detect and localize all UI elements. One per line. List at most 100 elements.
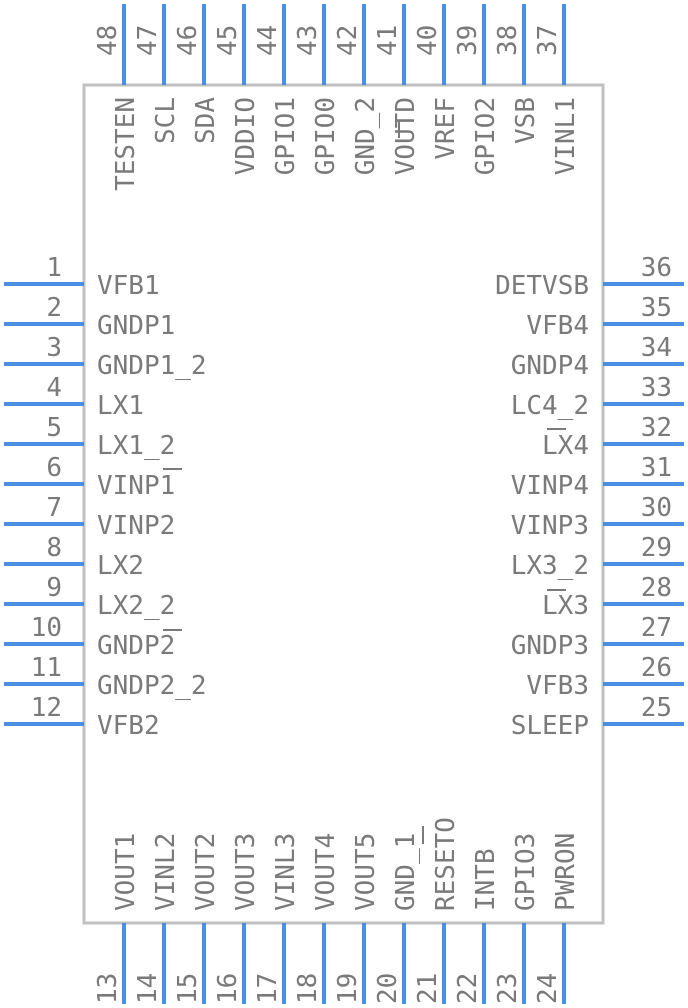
pin-46-label: SDA [191,97,221,144]
pin-18-label: VOUT4 [311,833,341,911]
pin-2-label: GNDP1 [97,311,175,341]
pin-36-label: DETVSB [495,271,589,301]
pin-1-number: 1 [46,253,62,283]
pin-3-number: 3 [46,333,62,363]
overbars [163,121,566,844]
pin-27-number: 27 [641,613,672,643]
pin-25-number: 25 [641,693,672,723]
pin-31-label: VINP4 [511,471,589,501]
pin-39-number: 39 [453,25,483,56]
pin-8-label: LX2 [97,551,144,581]
pin-44-number: 44 [253,25,283,56]
pin-16-label: VOUT3 [231,833,261,911]
pin-33-label: LC4_2 [511,391,589,421]
pin-12-label: VFB2 [97,711,160,741]
pin-10-label: GNDP2 [97,631,175,661]
pin-24-number: 24 [533,973,563,1004]
pin-40-number: 40 [413,25,443,56]
pin-28-number: 28 [641,573,672,603]
pin-9-label: LX2_2 [97,591,175,621]
pin-45-number: 45 [213,25,243,56]
pin-48-label: TESTEN [111,97,141,191]
pin-39-label: GPIO2 [471,97,501,175]
pin-31-number: 31 [641,453,672,483]
pin-10-number: 10 [31,613,62,643]
pin-33-number: 33 [641,373,672,403]
pin-4-number: 4 [46,373,62,403]
pin-15-label: VOUT2 [191,833,221,911]
pin-12-number: 12 [31,693,62,723]
pin-42-label: GND_2 [351,97,381,175]
pin-32-number: 32 [641,413,672,443]
pin-38-label: VSB [511,97,541,144]
pin-7-label: VINP2 [97,511,175,541]
ic-body [82,83,605,925]
pin-21-number: 21 [413,973,443,1004]
pin-9-number: 9 [46,573,62,603]
pin-43-label: GPIO0 [311,97,341,175]
pin-7-number: 7 [46,493,62,523]
bottom-pins: 13VOUT114VINL215VOUT216VOUT317VINL318VOU… [93,817,581,1004]
pin-30-label: VINP3 [511,511,589,541]
pin-25-label: SLEEP [511,711,589,741]
pin-19-label: VOUT5 [351,833,381,911]
pin-42-number: 42 [333,25,363,56]
pin-1-label: VFB1 [97,271,160,301]
pin-41-number: 41 [373,25,403,56]
pin-4-label: LX1 [97,391,144,421]
pin-47-label: SCL [151,97,181,144]
pin-45-label: VDDIO [231,97,261,175]
pin-2-number: 2 [46,293,62,323]
pin-11-number: 11 [31,653,62,683]
pin-48-number: 48 [93,25,123,56]
pin-36-number: 36 [641,253,672,283]
pin-29-label: LX3_2 [511,551,589,581]
pin-14-label: VINL2 [151,833,181,911]
pin-46-number: 46 [173,25,203,56]
pin-19-number: 19 [333,973,363,1004]
pin-30-number: 30 [641,493,672,523]
pin-5-number: 5 [46,413,62,443]
pin-14-number: 14 [133,973,163,1004]
pin-41-label: VOUTD [391,97,421,175]
pin-20-number: 20 [373,973,403,1004]
pin-3-label: GNDP1_2 [97,351,207,381]
pin-6-label: VINP1 [97,471,175,501]
pin-34-label: GNDP4 [511,351,589,381]
pin-16-number: 16 [213,973,243,1004]
pin-24-label: PWRON [551,833,581,911]
pin-6-number: 6 [46,453,62,483]
pin-32-label: LX4 [542,431,589,461]
pin-13-label: VOUT1 [111,833,141,911]
pin-34-number: 34 [641,333,672,363]
pin-35-label: VFB4 [526,311,589,341]
pin-22-number: 22 [453,973,483,1004]
pin-27-label: GNDP3 [511,631,589,661]
pin-15-number: 15 [173,973,203,1004]
pin-26-label: VFB3 [526,671,589,701]
pin-43-number: 43 [293,25,323,56]
pin-29-number: 29 [641,533,672,563]
pin-11-label: GNDP2_2 [97,671,207,701]
pin-23-label: GPIO3 [511,833,541,911]
pin-38-number: 38 [493,25,523,56]
pin-13-number: 13 [93,973,123,1004]
pin-21-label: RESETO [431,817,461,911]
pin-35-number: 35 [641,293,672,323]
pin-40-label: VREF [431,97,461,160]
pin-26-number: 26 [641,653,672,683]
pin-37-number: 37 [533,25,563,56]
pin-47-number: 47 [133,25,163,56]
pin-20-label: GND_1 [391,833,421,911]
pin-22-label: INTB [471,848,501,911]
pin-18-number: 18 [293,973,323,1004]
pin-17-label: VINL3 [271,833,301,911]
pin-23-number: 23 [493,973,523,1004]
pin-28-label: LX3 [542,591,589,621]
pin-5-label: LX1_2 [97,431,175,461]
pin-44-label: GPIO1 [271,97,301,175]
